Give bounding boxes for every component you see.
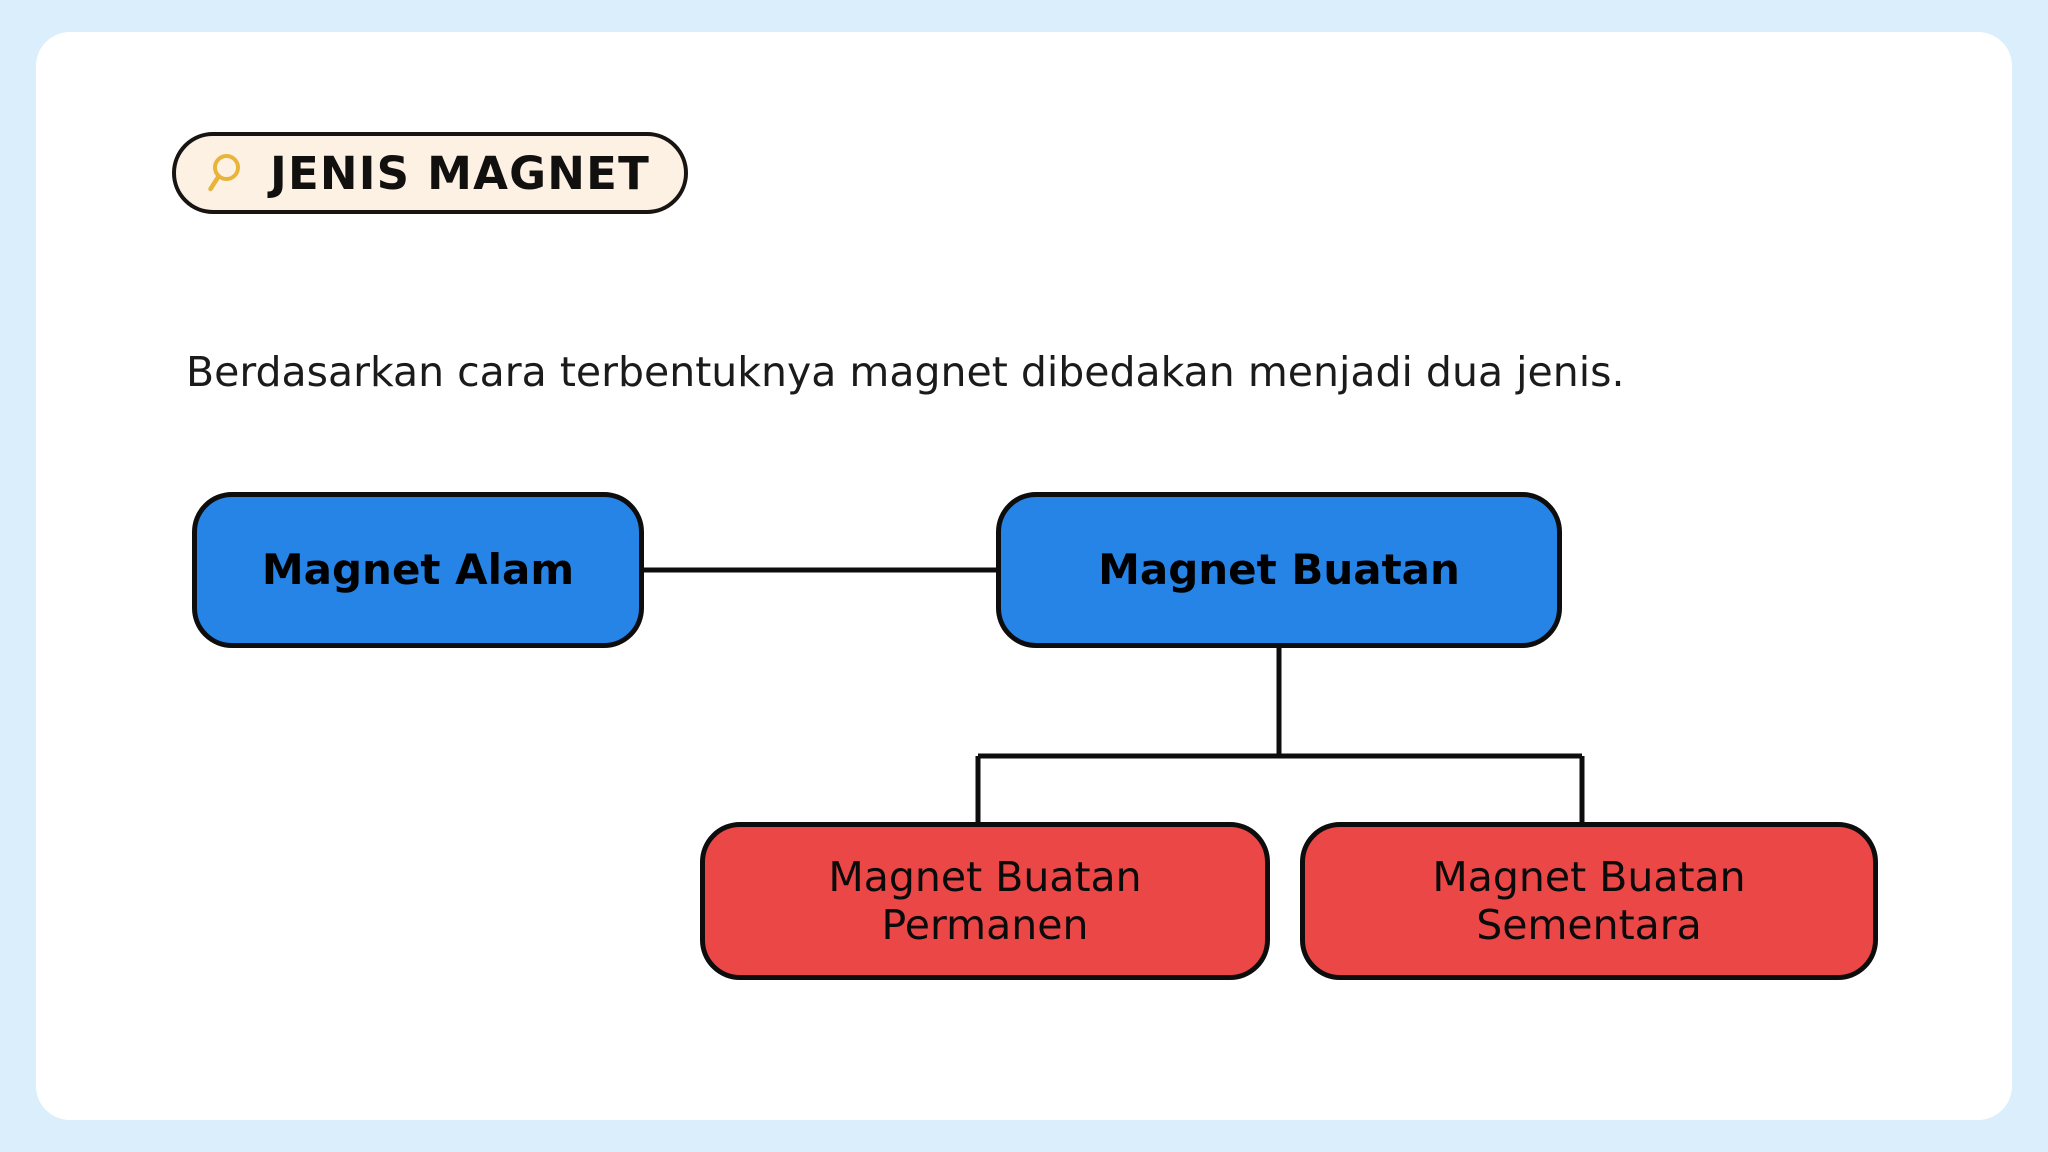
- node-label: Magnet Buatan: [1098, 544, 1460, 594]
- diagram-node-magnet-buatan-permanen[interactable]: Magnet Buatan Permanen: [700, 822, 1270, 980]
- node-label-line2: Sementara: [1476, 901, 1702, 949]
- node-label: Magnet Buatan Sementara: [1432, 853, 1745, 950]
- section-heading-badge: JENIS MAGNET: [172, 132, 689, 214]
- intro-paragraph: Berdasarkan cara terbentuknya magnet dib…: [186, 348, 1625, 396]
- magnifier-icon: [208, 154, 240, 192]
- diagram-node-magnet-alam[interactable]: Magnet Alam: [192, 492, 644, 648]
- node-label-line1: Magnet Buatan: [1432, 852, 1746, 901]
- node-label: Magnet Alam: [261, 544, 575, 594]
- node-label: Magnet Buatan Permanen: [828, 853, 1141, 950]
- diagram-node-magnet-buatan-sementara[interactable]: Magnet Buatan Sementara: [1300, 822, 1878, 980]
- section-heading-title: JENIS MAGNET: [270, 146, 651, 200]
- node-label-line2: Permanen: [881, 901, 1089, 949]
- diagram-node-magnet-buatan[interactable]: Magnet Buatan: [996, 492, 1562, 648]
- node-label-line1: Magnet Buatan: [828, 852, 1142, 901]
